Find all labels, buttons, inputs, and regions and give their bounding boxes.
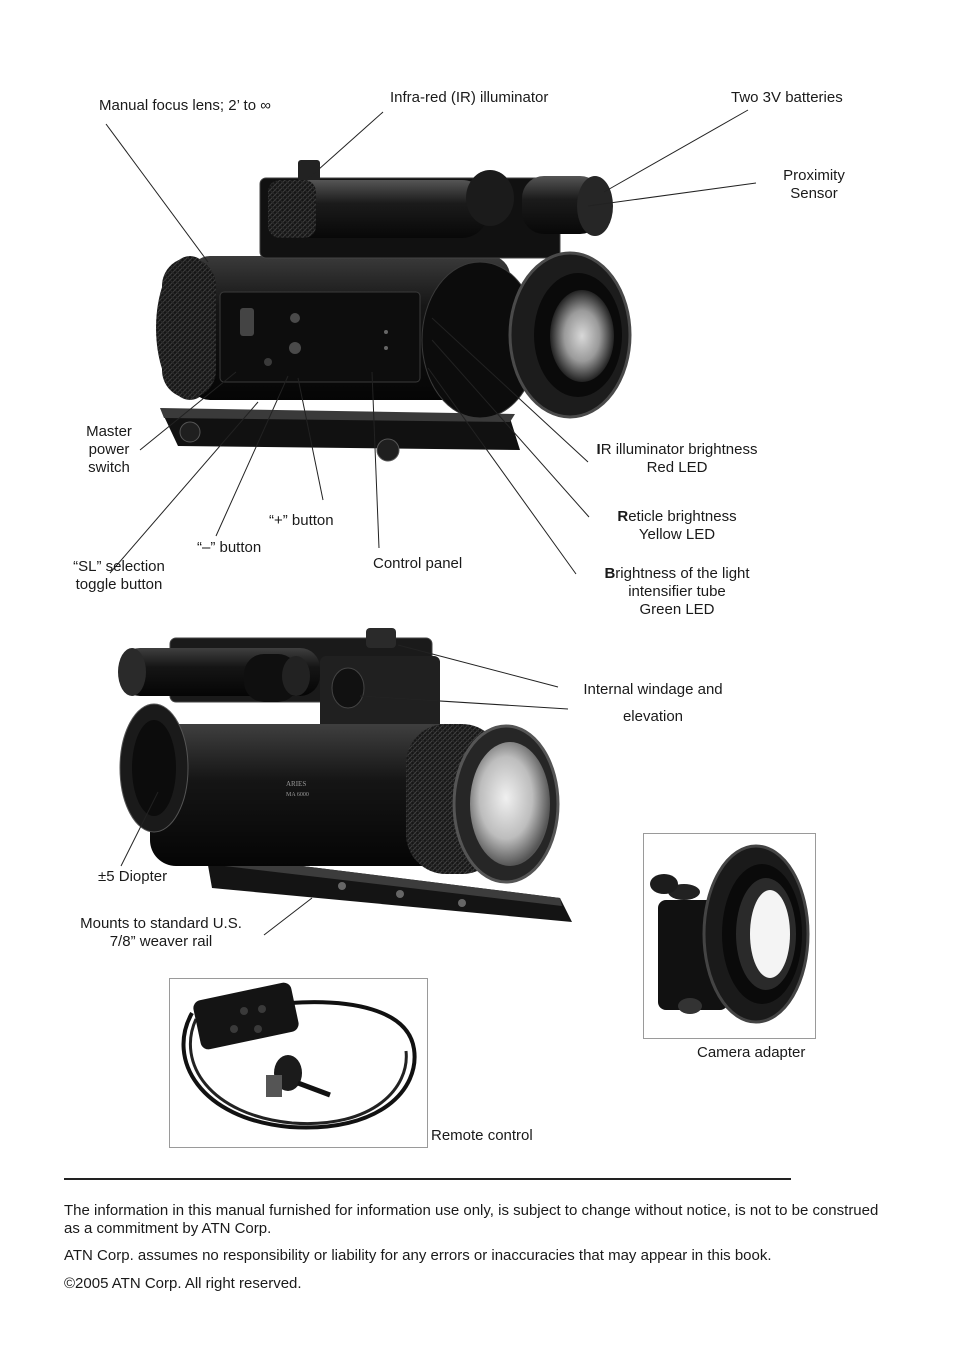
label-internal-windage: Internal windage and elevation bbox=[572, 676, 734, 730]
label-master-line-2: power bbox=[88, 441, 130, 458]
label-reticle-brightness-led: Reticle brightness Yellow LED bbox=[604, 508, 750, 544]
label-tube-text: rightness of the light bbox=[615, 565, 750, 582]
label-tube-line-2: intensifier tube bbox=[628, 583, 726, 600]
label-remote-control: Remote control bbox=[431, 1127, 533, 1144]
label-sl-toggle-button: “SL” selection toggle button bbox=[62, 558, 176, 594]
label-tube-initial: B bbox=[604, 565, 616, 582]
label-manual-focus-lens: Manual focus lens; 2’ to ∞ bbox=[99, 97, 271, 114]
footer-divider bbox=[64, 1178, 791, 1180]
label-two-batteries: Two 3V batteries bbox=[731, 89, 843, 106]
footer-paragraph-disclaimer: The information in this manual furnished… bbox=[64, 1202, 879, 1237]
label-control-panel: Control panel bbox=[373, 555, 463, 572]
label-ir-led-line-2: Red LED bbox=[646, 459, 708, 476]
label-reticle-line-2: Yellow LED bbox=[638, 526, 716, 543]
label-sl-line-1: “SL” selection bbox=[73, 558, 165, 575]
label-sl-line-2: toggle button bbox=[75, 576, 163, 593]
label-diopter: ±5 Diopter bbox=[98, 868, 168, 885]
label-master-power-switch: Master power switch bbox=[74, 423, 144, 477]
label-ir-led-initial: I bbox=[596, 441, 601, 458]
label-proximity-line-2: Sensor bbox=[790, 185, 838, 202]
label-ir-led-text: R illuminator brightness bbox=[600, 441, 758, 458]
label-proximity-line-1: Proximity bbox=[783, 167, 845, 184]
remote-control-photo bbox=[169, 978, 428, 1148]
camera-adapter-image bbox=[650, 844, 810, 1024]
scope-photo-top bbox=[156, 160, 632, 462]
label-weaver-rail-mount: Mounts to standard U.S. 7/8” weaver rail bbox=[70, 915, 252, 951]
label-master-line-1: Master bbox=[86, 423, 132, 440]
label-windage-line-2: elevation bbox=[622, 708, 684, 725]
remote-control-image bbox=[181, 982, 417, 1130]
label-tube-brightness-led: Brightness of the light intensifier tube… bbox=[592, 565, 762, 619]
label-plus-button: “+” button bbox=[269, 512, 334, 529]
label-tube-line-3: Green LED bbox=[639, 601, 715, 618]
label-reticle-text: eticle brightness bbox=[628, 508, 737, 525]
footer-copyright: ©2005 ATN Corp. All right reserved. bbox=[64, 1275, 302, 1292]
label-master-line-3: switch bbox=[88, 459, 130, 476]
label-tube-line-1: Brightness of the light bbox=[592, 565, 762, 583]
label-reticle-line-1: Reticle brightness bbox=[604, 508, 750, 526]
label-camera-adapter: Camera adapter bbox=[697, 1044, 806, 1061]
device-engraving-1: ARIES bbox=[286, 780, 306, 788]
scope-photo-bottom: ARIES MA 6000 bbox=[118, 628, 572, 922]
label-minus-button: “–” button bbox=[197, 539, 262, 556]
label-reticle-initial: R bbox=[617, 508, 629, 525]
label-ir-led-line-1: IR illuminator brightness bbox=[584, 441, 770, 459]
label-mounts-line-1: Mounts to standard U.S. bbox=[80, 915, 242, 932]
label-ir-brightness-led: IR illuminator brightness Red LED bbox=[584, 441, 770, 477]
camera-adapter-photo bbox=[643, 833, 816, 1039]
label-ir-illuminator: Infra-red (IR) illuminator bbox=[390, 89, 549, 106]
footer-paragraph-liability: ATN Corp. assumes no responsibility or l… bbox=[64, 1247, 772, 1264]
label-proximity-sensor: Proximity Sensor bbox=[770, 167, 858, 203]
device-engraving-2: MA 6000 bbox=[286, 792, 309, 798]
label-mounts-line-2: 7/8” weaver rail bbox=[109, 933, 213, 950]
label-windage-line-1: Internal windage and bbox=[583, 681, 723, 698]
